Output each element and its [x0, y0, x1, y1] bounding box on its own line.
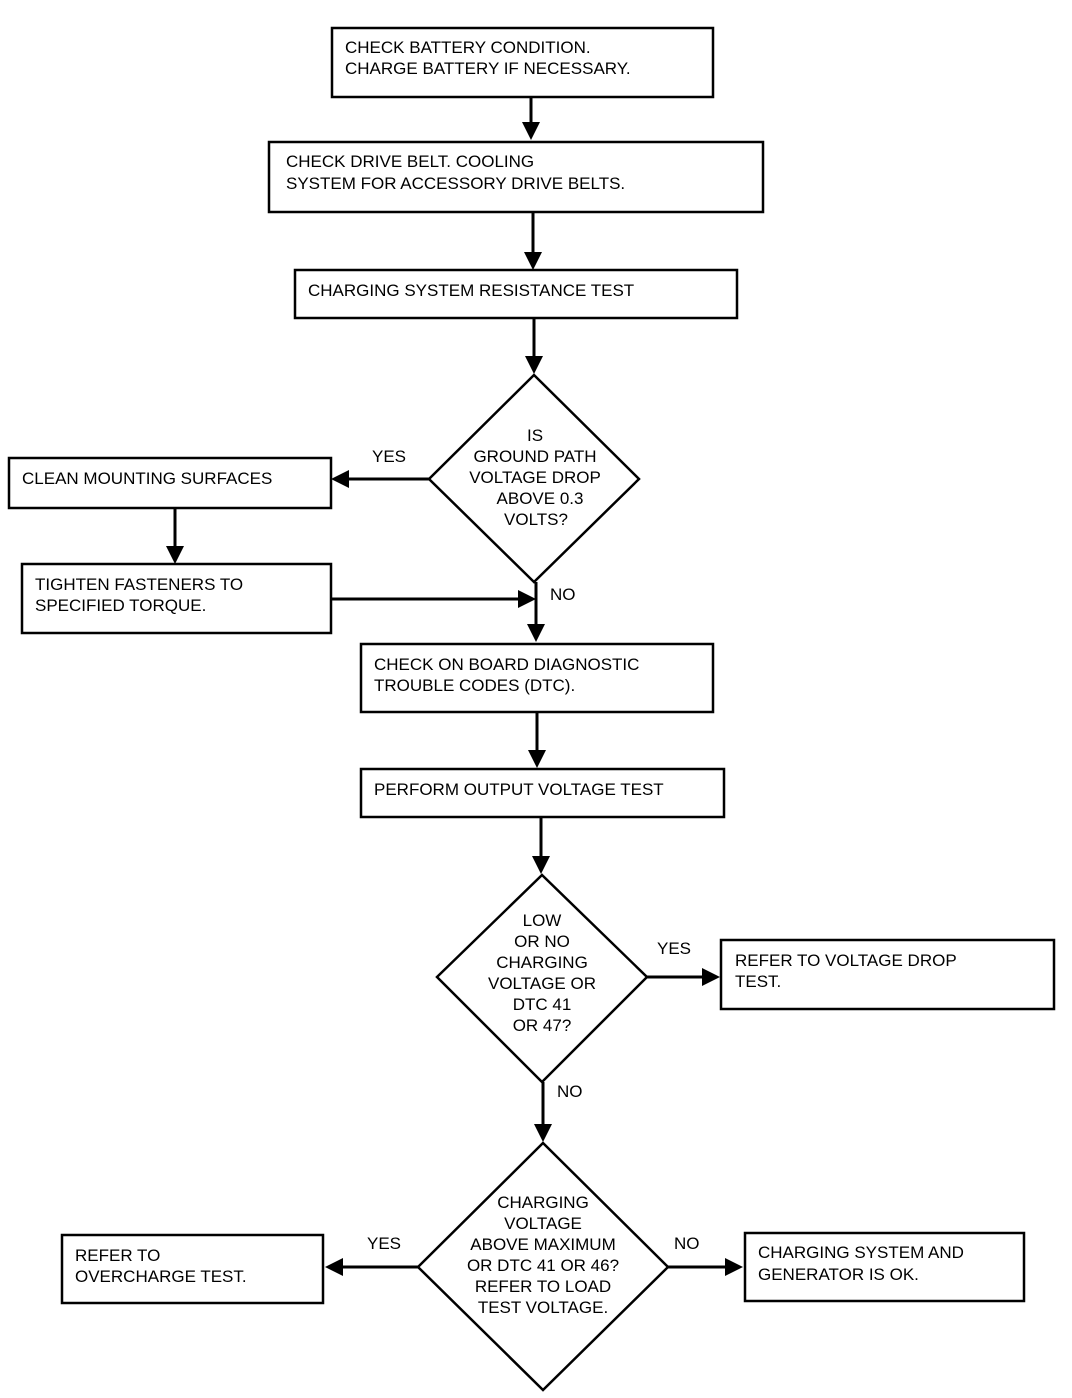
connectors — [166, 97, 743, 1276]
arrowhead — [331, 470, 349, 488]
overcharge-ref-line-2: OVERCHARGE TEST. — [75, 1267, 247, 1286]
arrowhead — [528, 750, 546, 768]
system-ok-line-1: CHARGING SYSTEM AND — [758, 1243, 964, 1262]
tighten-fasteners-box: TIGHTEN FASTENERS TO SPECIFIED TORQUE. — [20, 562, 333, 635]
max-voltage-line-2: VOLTAGE — [504, 1214, 582, 1233]
branch-labels: YES NO YES NO YES NO — [367, 447, 700, 1253]
tighten-fasteners-line-2: SPECIFIED TORQUE. — [35, 596, 206, 615]
system-ok-box: CHARGING SYSTEM AND GENERATOR IS OK. — [743, 1231, 1026, 1303]
low-voltage-line-1: LOW — [523, 911, 562, 930]
arrowhead — [518, 590, 536, 608]
ground-path-line-5: VOLTS? — [504, 510, 568, 529]
ground-no-label: NO — [550, 585, 576, 604]
check-dtc-line-2: TROUBLE CODES (DTC). — [374, 676, 575, 695]
output-voltage-test-box: PERFORM OUTPUT VOLTAGE TEST — [359, 767, 726, 819]
ground-path-line-2: GROUND PATH — [473, 447, 596, 466]
ground-path-line-4: ABOVE 0.3 — [497, 489, 584, 508]
clean-surfaces-label: CLEAN MOUNTING SURFACES — [22, 469, 272, 488]
low-voltage-line-5: DTC 41 — [513, 995, 572, 1014]
ground-path-line-1: IS — [527, 426, 543, 445]
check-belt-line-2: SYSTEM FOR ACCESSORY DRIVE BELTS. — [286, 174, 625, 193]
low-no-label: NO — [557, 1082, 583, 1101]
low-voltage-line-2: OR NO — [514, 932, 570, 951]
output-voltage-test-label: PERFORM OUTPUT VOLTAGE TEST — [374, 780, 664, 799]
voltage-drop-ref-box: REFER TO VOLTAGE DROP TEST. — [719, 938, 1056, 1011]
ground-path-line-3: VOLTAGE DROP — [469, 468, 601, 487]
arrowhead — [325, 1258, 343, 1276]
arrowhead — [725, 1258, 743, 1276]
arrowhead — [702, 968, 720, 986]
arrowhead — [532, 856, 550, 874]
ground-path-decision: IS GROUND PATH VOLTAGE DROP ABOVE 0.3 VO… — [427, 373, 641, 584]
arrowhead — [534, 1124, 552, 1142]
check-belt-line-1: CHECK DRIVE BELT. COOLING — [286, 152, 534, 171]
check-battery-box: CHECK BATTERY CONDITION. CHARGE BATTERY … — [330, 26, 715, 99]
check-battery-line-2: CHARGE BATTERY IF NECESSARY. — [345, 59, 631, 78]
check-dtc-line-1: CHECK ON BOARD DIAGNOSTIC — [374, 655, 639, 674]
low-voltage-decision: LOW OR NO CHARGING VOLTAGE OR DTC 41 OR … — [435, 873, 649, 1084]
check-battery-line-1: CHECK BATTERY CONDITION. — [345, 38, 591, 57]
check-dtc-box: CHECK ON BOARD DIAGNOSTIC TROUBLE CODES … — [359, 642, 715, 714]
low-voltage-line-3: CHARGING — [496, 953, 588, 972]
system-ok-line-2: GENERATOR IS OK. — [758, 1265, 919, 1284]
arrowhead — [524, 252, 542, 270]
ground-yes-label: YES — [372, 447, 406, 466]
max-yes-label: YES — [367, 1234, 401, 1253]
arrowhead — [527, 624, 545, 642]
max-no-label: NO — [674, 1234, 700, 1253]
max-voltage-line-6: TEST VOLTAGE. — [478, 1298, 608, 1317]
low-yes-label: YES — [657, 939, 691, 958]
check-belt-box: CHECK DRIVE BELT. COOLING SYSTEM FOR ACC… — [267, 140, 765, 214]
resistance-test-label: CHARGING SYSTEM RESISTANCE TEST — [308, 281, 634, 300]
tighten-fasteners-line-1: TIGHTEN FASTENERS TO — [35, 575, 243, 594]
resistance-test-box: CHARGING SYSTEM RESISTANCE TEST — [293, 268, 739, 320]
max-voltage-line-3: ABOVE MAXIMUM — [470, 1235, 615, 1254]
voltage-drop-ref-line-1: REFER TO VOLTAGE DROP — [735, 951, 957, 970]
low-voltage-line-6: OR 47? — [513, 1016, 572, 1035]
clean-surfaces-box: CLEAN MOUNTING SURFACES — [7, 456, 333, 510]
overcharge-ref-box: REFER TO OVERCHARGE TEST. — [60, 1233, 325, 1305]
arrowhead — [522, 122, 540, 140]
max-voltage-decision: CHARGING VOLTAGE ABOVE MAXIMUM OR DTC 41… — [416, 1141, 670, 1392]
max-voltage-line-1: CHARGING — [497, 1193, 589, 1212]
arrowhead — [525, 356, 543, 374]
low-voltage-line-4: VOLTAGE OR — [488, 974, 596, 993]
max-voltage-line-5: REFER TO LOAD — [475, 1277, 611, 1296]
max-voltage-line-4: OR DTC 41 OR 46? — [467, 1256, 619, 1275]
overcharge-ref-line-1: REFER TO — [75, 1246, 160, 1265]
arrowhead — [166, 546, 184, 564]
voltage-drop-ref-line-2: TEST. — [735, 972, 781, 991]
